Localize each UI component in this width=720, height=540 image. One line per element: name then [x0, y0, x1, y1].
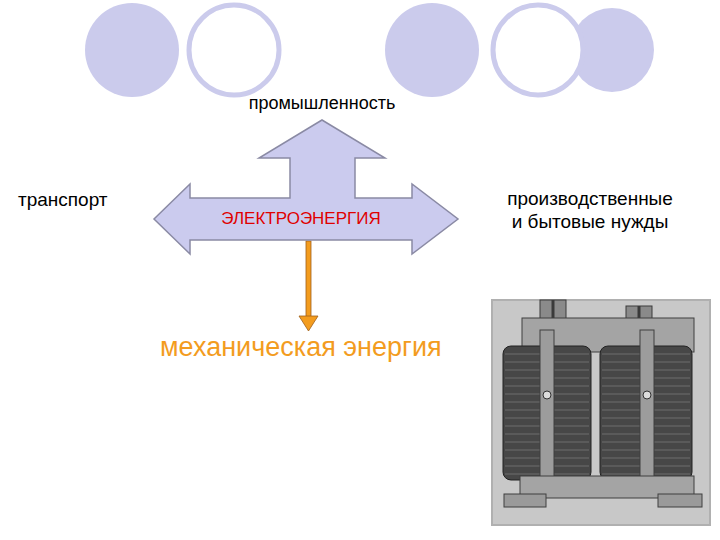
caption-text: транспорт: [18, 189, 108, 212]
caption-text: механическая энергия: [160, 331, 442, 363]
caption-text: промышленность: [249, 93, 396, 115]
orange-arrow: [299, 241, 318, 331]
node-title: ЭЛЕКТРОЭНЕРГИЯ: [221, 209, 381, 229]
arrow-shape: ЭЛЕКТРОЭНЕРГИЯ: [150, 118, 462, 260]
decor-circles: [85, 3, 654, 97]
transformer-photo: [492, 300, 710, 525]
decor-circle: [385, 3, 479, 97]
coil: [503, 346, 692, 480]
decor-circle: [493, 5, 583, 95]
decor-circle: [85, 3, 179, 97]
text-area: ЭЛЕКТРОЭНЕРГИЯ: [190, 198, 412, 240]
arrow-outline: [154, 120, 458, 254]
caption-text: производственные и бытовые нужды: [504, 188, 676, 234]
arrow-outline: [150, 118, 462, 260]
decor-circle: [189, 5, 279, 95]
